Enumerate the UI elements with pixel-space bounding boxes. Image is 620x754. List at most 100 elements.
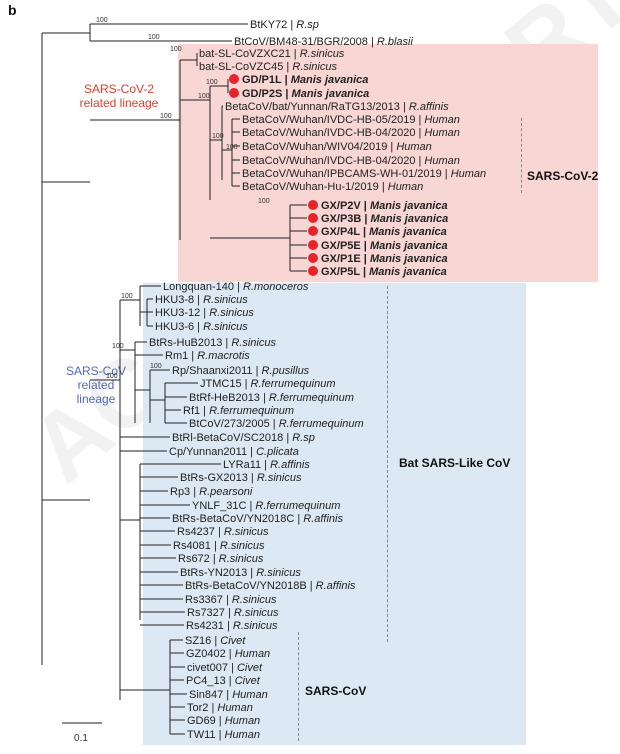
leaf-name: HKU3-8 | xyxy=(155,294,203,306)
bootstrap-value: 100 xyxy=(160,113,172,120)
leaf-host: R.sinicus xyxy=(292,61,337,73)
leaf-host: Human xyxy=(235,648,270,660)
leaf-name: Rm1 | xyxy=(165,350,197,362)
leaf-name: PC4_13 | xyxy=(186,675,235,687)
leaf-label: BetaCoV/Wuhan/IVDC-HB-04/2020 | Human xyxy=(242,155,460,167)
leaf-name: HKU3-12 | xyxy=(155,307,209,319)
leaf-host: Manis javanica xyxy=(369,266,447,278)
leaf-host: R.monoceros xyxy=(243,281,309,293)
leaf-host: R.sinicus xyxy=(234,607,279,619)
leaf-name: BtRs-GX2013 | xyxy=(180,472,257,484)
leaf-name: Rp/Shaanxi2011 | xyxy=(172,365,262,377)
leaf-label: GX/P3B | Manis javanica xyxy=(321,213,448,225)
leaf-host: R.sinicus xyxy=(233,620,278,632)
pangolin-marker xyxy=(308,266,318,276)
leaf-host: R.ferrumequinum xyxy=(279,418,364,430)
leaf-name: BetaCoV/Wuhan/IVDC-HB-05/2019 | xyxy=(242,114,424,126)
leaf-host: R.sinicus xyxy=(231,337,276,349)
leaf-label: Rs3367 | R.sinicus xyxy=(185,594,277,606)
leaf-label: Rs7327 | R.sinicus xyxy=(187,607,279,619)
clade-bracket-bat-sars-like xyxy=(387,286,388,642)
leaf-label: Rs4231 | R.sinicus xyxy=(186,620,278,632)
leaf-label: BetaCoV/Wuhan/WIV04/2019 | Human xyxy=(242,141,432,153)
leaf-name: BetaCoV/Wuhan/IVDC-HB-04/2020 | xyxy=(242,155,424,167)
leaf-label: BetaCoV/Wuhan-Hu-1/2019 | Human xyxy=(242,181,423,193)
leaf-host: R.pearsoni xyxy=(199,486,253,498)
leaf-name: Rs4231 | xyxy=(186,620,233,632)
bootstrap-value: 100 xyxy=(258,198,270,205)
leaf-label: GD/P2S | Manis javanica xyxy=(242,88,369,100)
leaf-host: Manis javanica xyxy=(369,226,447,238)
leaf-name: BtRf-HeB2013 | xyxy=(189,392,269,404)
leaf-host: R.sp xyxy=(292,432,315,444)
leaf-name: Rs4237 | xyxy=(177,526,224,538)
leaf-label: BtKY72 | R.sp xyxy=(250,19,319,31)
panel-letter: b xyxy=(8,2,17,18)
leaf-name: Cp/Yunnan2011 | xyxy=(169,446,256,458)
bootstrap-value: 100 xyxy=(106,373,118,380)
leaf-name: GX/P2V | xyxy=(321,200,370,212)
leaf-host: R.ferrumequinum xyxy=(269,392,354,404)
leaf-name: LYRa11 | xyxy=(223,459,270,471)
leaf-label: Rs4237 | R.sinicus xyxy=(177,526,269,538)
leaf-label: BtCoV/273/2005 | R.ferrumequinum xyxy=(189,418,364,430)
leaf-host: R.sinicus xyxy=(257,472,302,484)
leaf-label: SZ16 | Civet xyxy=(185,635,246,647)
pangolin-marker xyxy=(308,240,318,250)
leaf-label: BetaCoV/Wuhan/IPBCAMS-WH-01/2019 | Human xyxy=(242,168,486,180)
leaf-host: R.sinicus xyxy=(300,48,345,60)
leaf-label: Rs4081 | R.sinicus xyxy=(173,540,265,552)
leaf-host: R.ferrumequinum xyxy=(209,405,294,417)
leaf-label: BtRs-BetaCoV/YN2018B | R.affinis xyxy=(185,580,356,592)
leaf-label: Longquan-140 | R.monoceros xyxy=(163,281,309,293)
leaf-host: Manis javanica xyxy=(291,74,369,86)
leaf-host: R.ferrumequinum xyxy=(255,500,340,512)
clade-label-bat-sars-like: Bat SARS-Like CoV xyxy=(399,456,511,470)
bootstrap-value: 100 xyxy=(170,46,182,53)
leaf-name: BtRs-BetaCoV/YN2018B | xyxy=(185,580,316,592)
group-label-line: SARS-CoV-2 xyxy=(83,82,155,96)
leaf-name: Rs4081 | xyxy=(173,540,220,552)
leaf-host: Human xyxy=(424,127,459,139)
leaf-host: Human xyxy=(424,155,459,167)
leaf-label: bat-SL-CoVZC45 | R.sinicus xyxy=(199,61,337,73)
leaf-host: Human xyxy=(451,168,486,180)
pangolin-marker xyxy=(308,226,318,236)
leaf-host: Manis javanica xyxy=(370,253,448,265)
leaf-host: Human xyxy=(424,114,459,126)
leaf-label: GZ0402 | Human xyxy=(186,648,270,660)
leaf-label: Rf1 | R.ferrumequinum xyxy=(183,405,294,417)
leaf-name: JTMC15 | xyxy=(200,378,251,390)
pangolin-marker xyxy=(308,200,318,210)
leaf-name: YNLF_31C | xyxy=(192,500,255,512)
leaf-host: R.sinicus xyxy=(232,594,277,606)
group-label-line: related lineage xyxy=(79,96,159,110)
leaf-label: HKU3-8 | R.sinicus xyxy=(155,294,248,306)
pangolin-marker xyxy=(229,88,239,98)
leaf-name: Tor2 | xyxy=(187,702,217,714)
leaf-host: R.sinicus xyxy=(203,294,248,306)
leaf-name: Rs3367 | xyxy=(185,594,232,606)
group-label-line: related xyxy=(77,378,115,392)
bootstrap-value: 100 xyxy=(112,343,124,350)
leaf-label: BetaCoV/bat/Yunnan/RaTG13/2013 | R.affin… xyxy=(225,101,449,113)
leaf-name: GX/P5L | xyxy=(321,266,369,278)
leaf-label: BtRs-BetaCoV/YN2018C | R.affinis xyxy=(172,513,343,525)
pangolin-marker xyxy=(229,74,239,84)
leaf-name: Rs672 | xyxy=(178,553,219,565)
clade-bracket-sars-cov xyxy=(298,632,299,741)
leaf-name: BetaCoV/Wuhan/IVDC-HB-04/2020 | xyxy=(242,127,424,139)
leaf-label: PC4_13 | Civet xyxy=(186,675,261,687)
group-label-line: SARS-CoV xyxy=(65,364,127,378)
leaf-name: TW11 | xyxy=(187,729,225,741)
leaf-name: GX/P5E | xyxy=(321,240,370,252)
leaf-host: R.sinicus xyxy=(203,321,248,333)
leaf-name: GD/P2S | xyxy=(242,88,292,100)
leaf-host: R.affinis xyxy=(316,580,356,592)
leaf-label: JTMC15 | R.ferrumequinum xyxy=(200,378,336,390)
bootstrap-value: 100 xyxy=(121,293,133,300)
leaf-host: R.affinis xyxy=(303,513,343,525)
leaf-label: BtRl-BetaCoV/SC2018 | R.sp xyxy=(172,432,315,444)
leaf-name: bat-SL-CoVZXC21 | xyxy=(199,48,300,60)
